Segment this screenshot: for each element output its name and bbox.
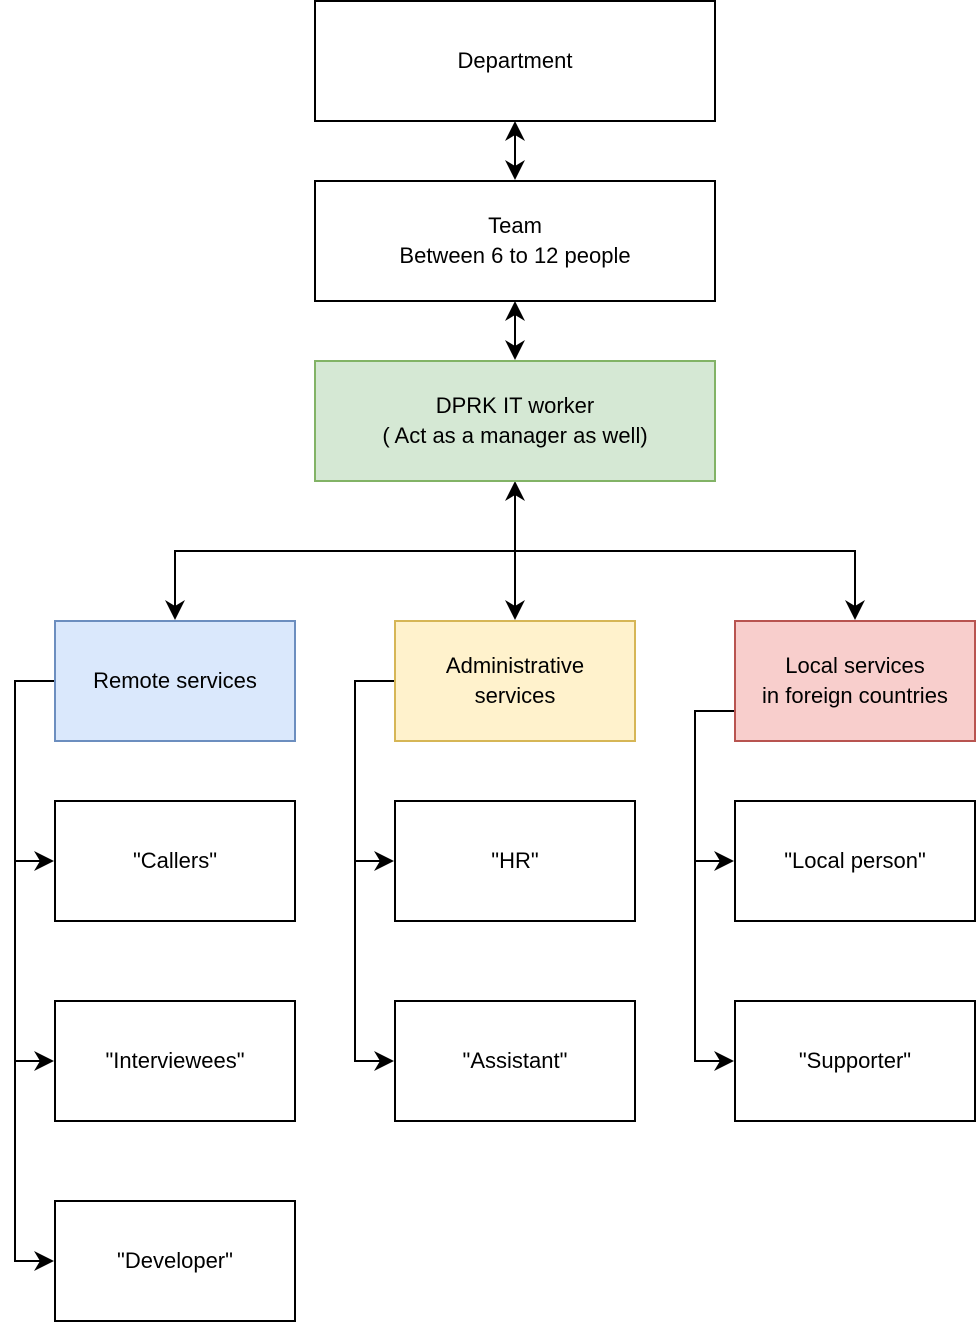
node-worker-title: DPRK IT worker: [435, 393, 595, 418]
node-department-label: Department: [457, 48, 573, 73]
role-label: "Assistant": [462, 1048, 568, 1073]
node-local-line1: Local services: [785, 653, 925, 678]
edge-admin-assistant: [354, 861, 394, 1071]
node-role-interviewees: "Interviewees": [54, 1000, 296, 1122]
node-role-assistant: "Assistant": [394, 1000, 636, 1122]
edge-remote-callers: [14, 680, 55, 871]
node-worker-note: ( Act as a manager as well): [382, 423, 648, 448]
edge-remote-developer: [14, 1061, 54, 1271]
role-label: "Developer": [117, 1248, 233, 1273]
role-label: "HR": [491, 848, 539, 873]
node-admin-line2: services: [474, 683, 556, 708]
node-role-developer: "Developer": [54, 1200, 296, 1322]
node-role-supporter: "Supporter": [734, 1000, 976, 1122]
node-role-callers: "Callers": [54, 800, 296, 922]
edge-worker-local: [515, 550, 865, 620]
node-remote-services-label: Remote services: [93, 668, 257, 693]
role-label: "Supporter": [798, 1048, 912, 1073]
node-local-line2: in foreign countries: [762, 683, 948, 708]
node-role-local-person: "Local person": [734, 800, 976, 922]
node-dprk-it-worker: DPRK IT worker ( Act as a manager as wel…: [314, 360, 716, 482]
node-team-title: Team: [488, 213, 542, 238]
edge-local-supporter: [694, 861, 734, 1071]
role-label: "Interviewees": [105, 1048, 245, 1073]
node-team: Team Between 6 to 12 people: [314, 180, 716, 302]
node-team-size: Between 6 to 12 people: [399, 243, 631, 268]
node-department: Department: [314, 0, 716, 122]
node-local-services: Local services in foreign countries: [734, 620, 976, 742]
node-administrative-services: Administrative services: [394, 620, 636, 742]
edge-admin-hr: [354, 680, 395, 871]
edge-remote-interviewees: [14, 861, 54, 1071]
edge-worker-remote: [165, 550, 515, 620]
node-admin-line1: Administrative: [445, 653, 585, 678]
node-remote-services: Remote services: [54, 620, 296, 742]
node-role-hr: "HR": [394, 800, 636, 922]
role-label: "Callers": [132, 848, 218, 873]
edge-local-person: [694, 710, 735, 871]
role-label: "Local person": [784, 848, 926, 873]
